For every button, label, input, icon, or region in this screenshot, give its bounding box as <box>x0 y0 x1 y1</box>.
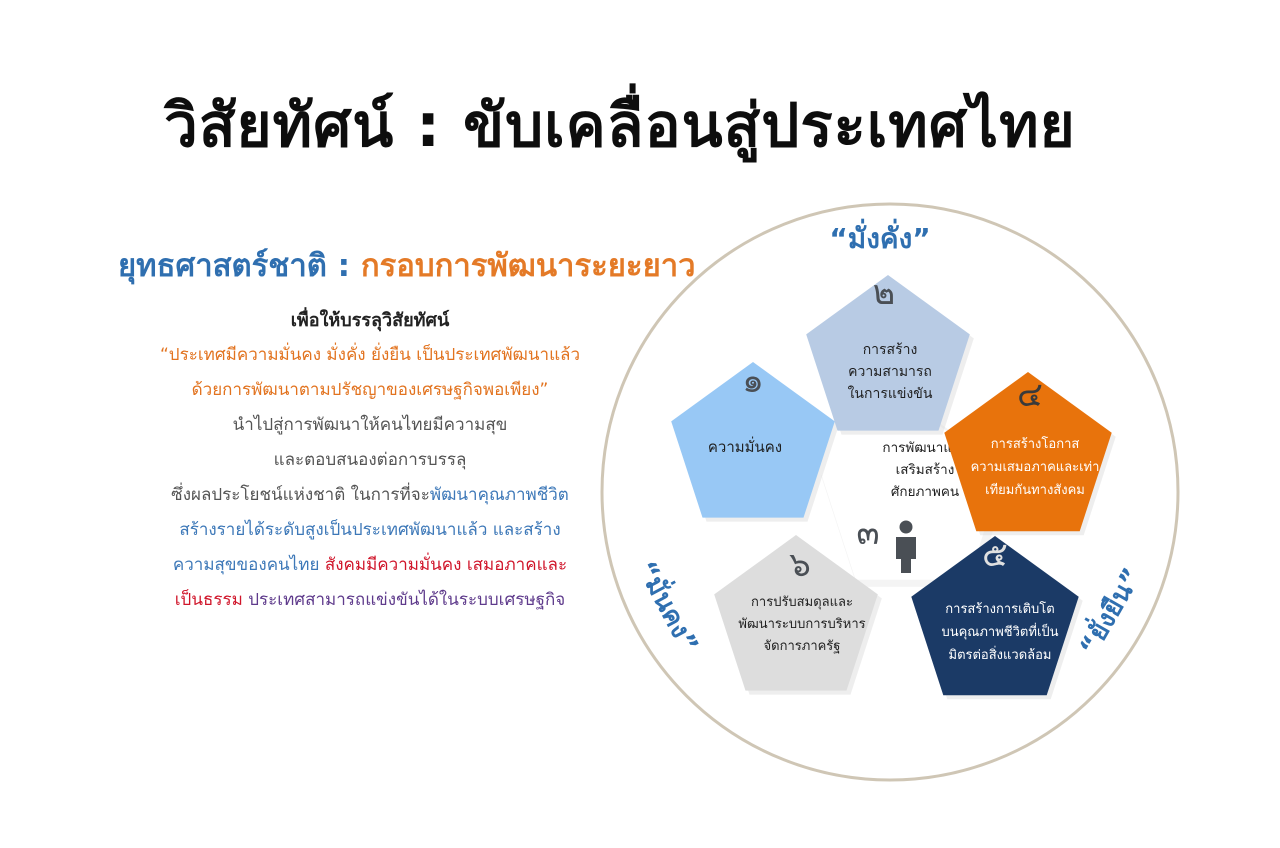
label-top: “มั่งคั่ง” <box>829 218 930 255</box>
pentagon-text-line: ความสามารถ <box>848 364 932 380</box>
pentagon-5: ๖การปรับสมดุลและพัฒนาระบบการบริหารจัดการ… <box>714 535 882 695</box>
pentagon-text-line: มิตรต่อสิ่งแวดล้อม <box>949 646 1052 663</box>
vision-segment: ด้วยการพัฒนาตามปรัชญาของเศรษฐกิจพอเพียง” <box>191 380 549 400</box>
vision-line: ความสุขของคนไทย สังคมมีความมั่นคง เสมอภา… <box>110 548 630 583</box>
vision-segment: เป็นธรรม <box>174 590 249 610</box>
pentagon-number: ๔ <box>1017 375 1043 415</box>
pentagon-number: ๒ <box>873 273 895 313</box>
vision-line: และตอบสนองต่อการบรรลุ <box>110 443 630 478</box>
center-text-line: เสริมสร้าง <box>896 462 955 478</box>
pentagon-shape <box>911 536 1079 696</box>
vision-segment: ความสุขของคนไทย <box>172 555 325 575</box>
pentagon-3: ๔การสร้างโอกาสความเสมอภาคและเท่าเทียมกัน… <box>944 372 1116 536</box>
pentagon-shape <box>671 362 835 518</box>
vision-line: “ประเทศมีความมั่นคง มั่งคั่ง ยั่งยืน เป็… <box>110 338 630 373</box>
pentagon-text-line: เทียมกันทางสังคม <box>985 482 1085 498</box>
pentagon-4: ๕การสร้างการเติบโตบนคุณภาพชีวิตที่เป็นมิ… <box>911 535 1083 700</box>
vision-line: สร้างรายได้ระดับสูงเป็นประเทศพัฒนาแล้ว แ… <box>110 513 630 548</box>
pentagon-number: ๕ <box>982 535 1008 575</box>
vision-line: ซึ่งผลประโยชน์แห่งชาติ ในการที่จะพัฒนาคุ… <box>110 478 630 513</box>
label-right: “ยั่งยืน” <box>1070 561 1148 661</box>
pentagon-shape <box>944 372 1112 532</box>
center-text-line: การพัฒนาและ <box>882 440 967 456</box>
strategy-label: ยุทธศาสตร์ชาติ : <box>118 248 351 284</box>
pentagon-text-line: ในการแข่งขัน <box>848 385 933 402</box>
vision-line: นำไปสู่การพัฒนาให้คนไทยมีความสุข <box>110 408 630 443</box>
pentagon-text-line: จัดการภาครัฐ <box>764 639 841 654</box>
center-number: ๓ <box>856 513 879 553</box>
vision-segment: ประเทศสามารถแข่งขันได้ในระบบเศรษฐกิจ <box>248 590 566 610</box>
pentagon-text-line: ความมั่นคง <box>708 436 782 456</box>
pentagon-shape <box>714 535 878 691</box>
pentagon-text-line: การสร้าง <box>863 342 918 358</box>
page-title: วิสัยทัศน์ : ขับเคลื่อนสู่ประเทศไทย <box>164 91 1076 161</box>
pentagon-number: ๖ <box>789 545 811 585</box>
vision-segment: เพื่อให้บรรลุวิสัยทัศน์ <box>290 310 450 331</box>
vision-line: เป็นธรรม ประเทศสามารถแข่งขันได้ในระบบเศร… <box>110 583 630 618</box>
pentagon-text-line: บนคุณภาพชีวิตที่เป็น <box>941 622 1058 640</box>
pentagon-text-line: การปรับสมดุลและ <box>751 595 853 610</box>
vision-segment: นำไปสู่การพัฒนาให้คนไทยมีความสุข <box>232 415 508 435</box>
pentagon-text-line: พัฒนาระบบการบริหาร <box>738 617 865 632</box>
vision-segment: ซึ่งผลประโยชน์แห่งชาติ ในการที่จะ <box>171 485 430 505</box>
vision-segment: “ประเทศมีความมั่นคง มั่งคั่ง ยั่งยืน เป็… <box>159 345 580 365</box>
vision-segment: พัฒนาคุณภาพชีวิต <box>429 485 569 505</box>
vision-segment: สร้างรายได้ระดับสูงเป็นประเทศพัฒนาแล้ว แ… <box>179 520 561 540</box>
vision-line: เพื่อให้บรรลุวิสัยทัศน์ <box>110 303 630 338</box>
label-left: “มั่นคง” <box>631 554 708 658</box>
pentagon-text-line: การสร้างการเติบโต <box>945 601 1054 617</box>
vision-text: เพื่อให้บรรลุวิสัยทัศน์ “ประเทศมีความมั่น… <box>110 303 630 618</box>
person-icon <box>896 520 916 573</box>
pentagon-number: ๑ <box>742 361 764 401</box>
vision-line: ด้วยการพัฒนาตามปรัชญาของเศรษฐกิจพอเพียง” <box>110 373 630 408</box>
vision-segment: และตอบสนองต่อการบรรลุ <box>273 450 467 470</box>
pentagon-text-line: การสร้างโอกาส <box>991 436 1080 452</box>
strategy-value: กรอบการพัฒนาระยะยาว <box>360 248 696 284</box>
strategy-heading: ยุทธศาสตร์ชาติ : กรอบการพัฒนาระยะยาว <box>118 240 718 290</box>
vision-segment: สังคมมีความมั่นคง เสมอภาคและ <box>324 555 568 575</box>
center-text-line: ศักยภาพคน <box>891 484 959 500</box>
pentagon-shape <box>806 275 970 431</box>
outer-ring <box>600 202 1180 782</box>
strategy-diagram: “มั่งคั่ง” “มั่นคง” “ยั่งยืน” การพัฒนาและเส… <box>600 202 1180 782</box>
pentagon-text-line: ความเสมอภาคและเท่า <box>971 460 1100 475</box>
